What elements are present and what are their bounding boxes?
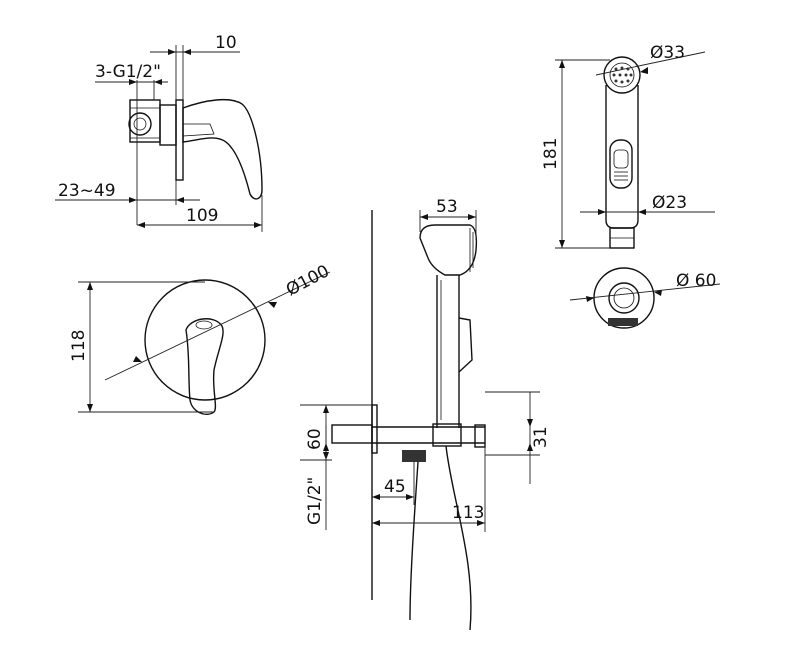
dim-handle-width: 53 <box>436 197 458 217</box>
dim-plate-height: 118 <box>69 330 89 362</box>
mixer-side-view <box>55 45 263 232</box>
dim-depth-range: 23~49 <box>58 181 116 201</box>
spray-head-view <box>555 51 715 249</box>
dim-spray-length: 181 <box>541 138 561 170</box>
holder-front-view <box>569 267 721 329</box>
dim-holder-height: 60 <box>305 428 325 450</box>
dim-outlet-offset: 45 <box>384 477 406 497</box>
dim-head-diameter: Ø33 <box>650 43 685 63</box>
dim-inlet-thread: G1/2" <box>305 477 325 525</box>
mixer-front-view <box>78 271 331 416</box>
dim-holder-diameter: Ø 60 <box>676 271 716 291</box>
dim-neck-diameter: Ø23 <box>652 193 687 213</box>
dim-plate-diameter: Ø100 <box>283 261 333 300</box>
dim-outlet-spacing: 113 <box>452 503 484 523</box>
dim-total-depth: 109 <box>186 206 218 226</box>
dim-holder-offset: 31 <box>531 426 551 448</box>
dim-thread-spec: 3-G1/2" <box>95 62 161 82</box>
dim-top-width: 10 <box>215 33 237 53</box>
assembly-side-view <box>300 210 540 631</box>
